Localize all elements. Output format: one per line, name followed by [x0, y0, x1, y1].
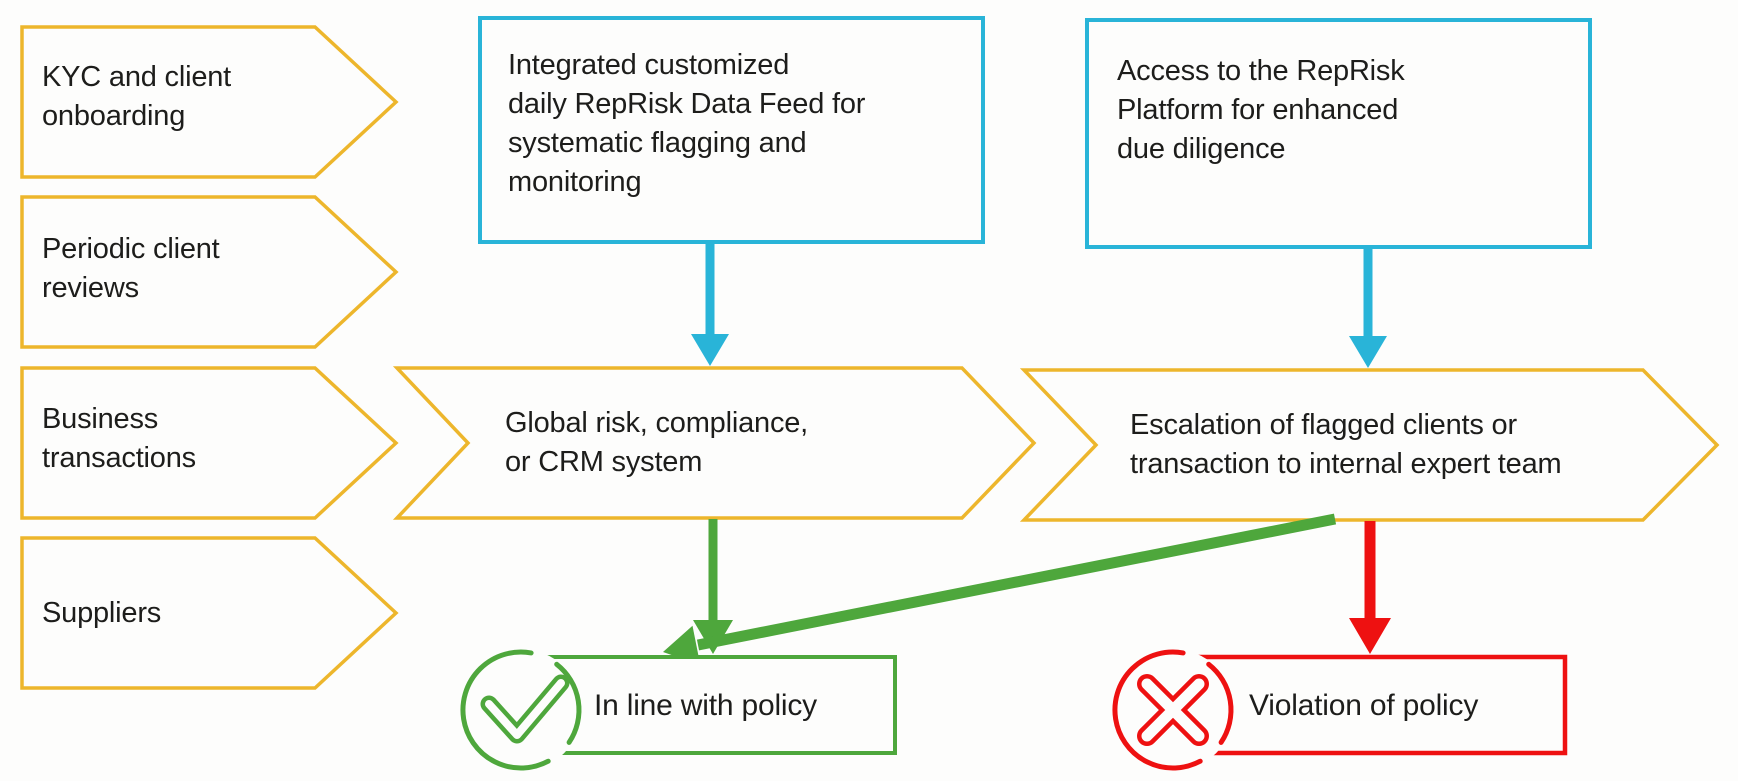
input-chevron-business-transactions: [20, 366, 399, 520]
input-label-kyc: KYC and client onboarding: [42, 61, 232, 132]
outcome-label-inline: In line with policy: [594, 689, 817, 722]
input-chevron-kyc: [20, 25, 399, 179]
input-label-business-transactions: Business transactions: [42, 403, 196, 474]
arrow-escalation-to-violation-icon: [1349, 521, 1391, 654]
check-circle-icon: [460, 649, 582, 771]
arrow-escalation-to-inline-line: [696, 513, 1337, 651]
feed-box-label: Integrated customized daily RepRisk Data…: [508, 49, 866, 198]
arrow-platform-to-escalation-icon: [1349, 247, 1387, 368]
x-circle-icon: [1112, 649, 1234, 771]
outcome-label-violation: Violation of policy: [1249, 689, 1479, 722]
input-chevron-periodic-reviews: [20, 195, 399, 349]
input-label-suppliers: Suppliers: [42, 597, 162, 629]
arrow-feed-to-system-icon: [691, 242, 729, 366]
process-chevron-escalation: [1019, 368, 1720, 522]
input-chevron-suppliers: [20, 536, 399, 690]
process-label-system: Global risk, compliance, or CRM system: [505, 407, 809, 478]
process-label-escalation: Escalation of flagged clients or transac…: [1130, 409, 1562, 480]
arrow-system-to-inline-icon: [693, 519, 733, 654]
input-label-periodic-reviews: Periodic client reviews: [42, 233, 220, 304]
feed-box: [478, 16, 985, 244]
platform-box-label: Access to the RepRisk Platform for enhan…: [1117, 55, 1405, 165]
process-chevron-system: [392, 366, 1037, 520]
platform-box: [1085, 18, 1592, 249]
outcome-violation-box: [1189, 654, 1568, 756]
